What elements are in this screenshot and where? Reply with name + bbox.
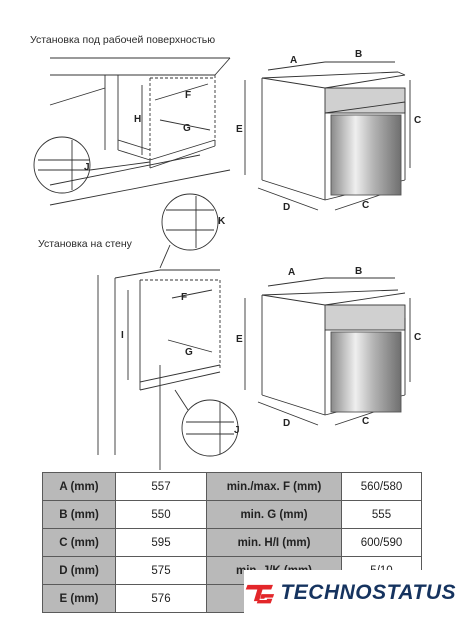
table-key: D (mm) (42, 556, 116, 585)
table-value: 557 (115, 472, 207, 501)
label-under-cabinet-2: G (183, 123, 191, 134)
table-key: A (mm) (42, 472, 116, 501)
table-row: C (mm) 595 min. H/I (mm) 600/590 (42, 528, 422, 557)
label-under-oven-0: A (290, 55, 297, 66)
ts-logo-icon (245, 584, 275, 604)
label-under-cabinet-3: J (84, 162, 90, 173)
heading-under-counter: Установка под рабочей поверхностью (30, 34, 216, 46)
table-value: 550 (115, 500, 207, 529)
technostatus-logo: TECHNOSTATUS (244, 570, 456, 616)
label-under-cabinet-0: F (185, 90, 191, 101)
label-under-oven-5: C (362, 200, 369, 211)
table-key: E (mm) (42, 584, 116, 613)
label-wall-oven-3: C (414, 332, 421, 343)
table-key: min. H/I (mm) (206, 528, 342, 557)
table-key: C (mm) (42, 528, 116, 557)
label-under-cabinet-1: H (134, 114, 141, 125)
table-value: 560/580 (341, 472, 422, 501)
installation-drawings: F H G J A B E C D C K F I G J A B E C D … (33, 49, 421, 470)
label-under-oven-3: C (414, 115, 421, 126)
label-wall-oven-5: C (362, 416, 369, 427)
heading-wall-mount: Установка на стену (38, 238, 132, 250)
under-counter-cabinet (33, 57, 231, 206)
label-wall-cabinet-0: K (218, 216, 226, 227)
label-wall-cabinet-4: J (234, 425, 240, 436)
label-under-oven-2: E (236, 124, 243, 135)
label-wall-oven-0: A (288, 267, 295, 278)
table-row: A (mm) 557 min./max. F (mm) 560/580 (42, 472, 422, 501)
wall-oven (244, 277, 411, 426)
table-value: 575 (115, 556, 207, 585)
under-counter-oven (244, 61, 411, 211)
table-value: 600/590 (341, 528, 422, 557)
table-key: min. G (mm) (206, 500, 342, 529)
label-under-oven-1: B (355, 49, 362, 60)
wall-cabinet (97, 193, 239, 470)
table-row: B (mm) 550 min. G (mm) 555 (42, 500, 422, 529)
label-under-oven-4: D (283, 202, 290, 213)
table-value: 595 (115, 528, 207, 557)
label-wall-cabinet-1: F (181, 292, 187, 303)
label-wall-oven-4: D (283, 418, 290, 429)
label-wall-cabinet-2: I (121, 330, 124, 341)
label-wall-oven-2: E (236, 334, 243, 345)
table-value: 555 (341, 500, 422, 529)
label-wall-oven-1: B (355, 266, 362, 277)
label-wall-cabinet-3: G (185, 347, 193, 358)
table-value: 576 (115, 584, 207, 613)
logo-text: TECHNOSTATUS (280, 581, 456, 604)
table-key: B (mm) (42, 500, 116, 529)
table-key: min./max. F (mm) (206, 472, 342, 501)
